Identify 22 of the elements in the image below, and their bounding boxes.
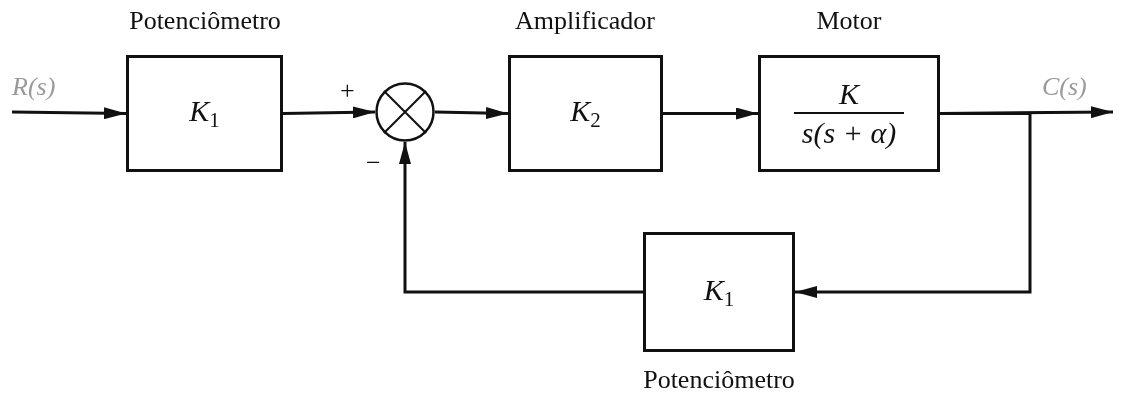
gain-label: K$_{1}$ <box>189 94 220 133</box>
block-title: Potenciômetro <box>643 365 795 395</box>
arrow <box>282 106 376 119</box>
transfer-function-block <box>126 55 283 172</box>
block-title: Amplificador <box>514 6 656 36</box>
gain-label: K$_{2}$ <box>570 94 601 133</box>
transfer-function-block <box>643 232 795 352</box>
arrow <box>434 107 509 120</box>
arrow <box>795 112 1032 298</box>
sign-label: + <box>340 78 355 104</box>
numerator: K <box>839 77 859 112</box>
arrow <box>11 107 127 120</box>
denominator: s(s + α) <box>793 111 905 150</box>
arrow <box>663 107 758 120</box>
arrow <box>399 142 643 294</box>
gain-label: K$_{1}$ <box>703 272 735 312</box>
sign-label: − <box>366 150 381 176</box>
transfer-function-block <box>758 55 940 172</box>
transfer-function-block <box>508 55 663 172</box>
block-title: Motor <box>816 6 882 36</box>
block-title: Potenciômetro <box>129 6 281 36</box>
summing-junction <box>375 82 435 142</box>
